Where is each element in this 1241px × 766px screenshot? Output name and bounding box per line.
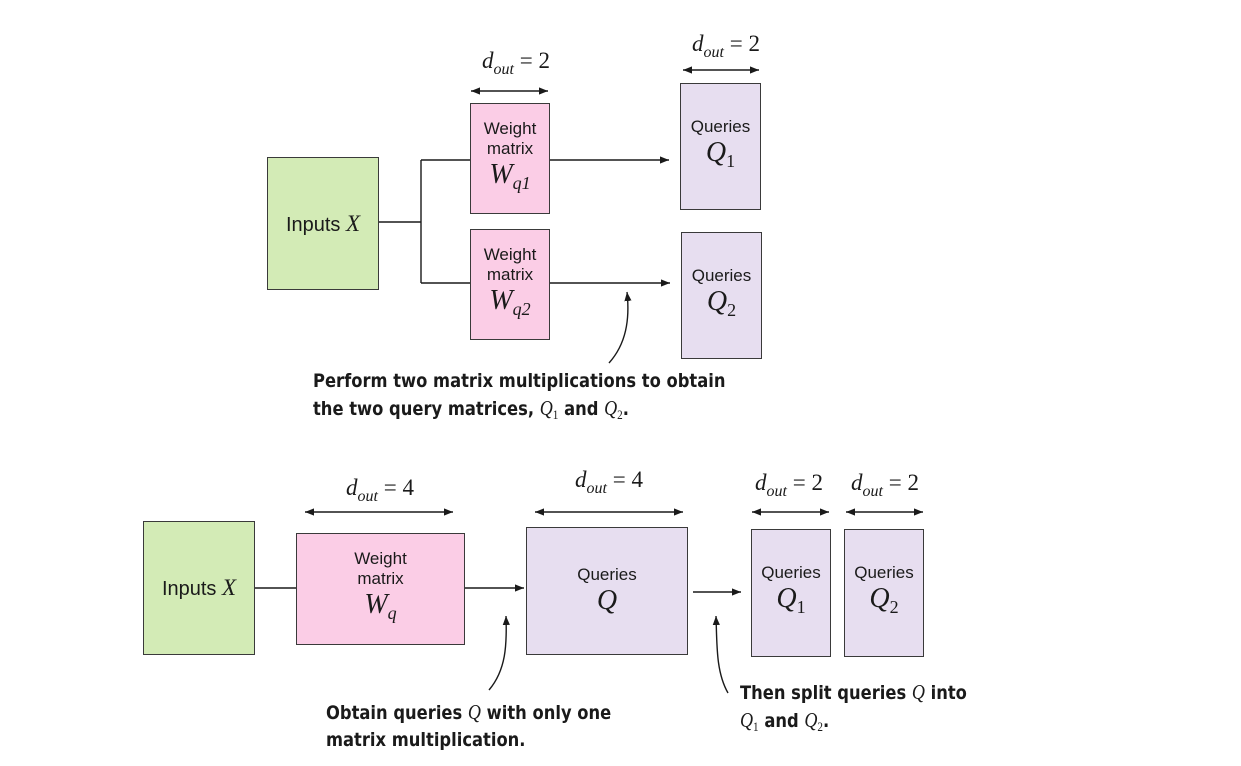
- matrix-label: matrix: [486, 138, 534, 158]
- bottom-inputs-box: Inputs X: [143, 521, 255, 655]
- bottom-queries-box: Queries Q: [526, 527, 688, 655]
- queries-label: Queries: [577, 565, 637, 584]
- queries-symbol-q1: Q1: [705, 136, 736, 171]
- queries-label: Queries: [761, 563, 821, 582]
- queries-symbol-q2: Q2: [706, 285, 737, 320]
- bottom-annotation-left-line2: matrix multiplication.: [326, 729, 526, 751]
- bottom-queries-q2-box: Queries Q2: [844, 529, 924, 657]
- weight-label: Weight: [483, 118, 537, 138]
- bottom-callout-left-line: [488, 615, 510, 691]
- bottom-annotation-left-line1: Obtain queries Q with only one: [326, 700, 612, 724]
- weight-symbol-wq2: Wq2: [489, 284, 531, 319]
- top-queries-q1-box: Queries Q1: [680, 83, 761, 210]
- top-callout-line: [608, 291, 632, 364]
- queries-label: Queries: [854, 563, 914, 582]
- top-annotation-line2: the two query matrices, Q1 and Q2.: [313, 396, 629, 422]
- bottom-annotation-left: Obtain queries Q with only one matrix mu…: [326, 699, 611, 754]
- weight-symbol-wq1: Wq1: [489, 158, 531, 193]
- top-annotation-line1: Perform two matrix multiplications to ob…: [313, 370, 726, 392]
- bottom-queries-q1-box: Queries Q1: [751, 529, 831, 657]
- top-dim-label-queries: dout = 2: [692, 31, 760, 61]
- bottom-callout-right-line: [712, 615, 729, 694]
- queries-label: Queries: [690, 116, 751, 136]
- bottom-annotation-right: Then split queries Q into Q1 and Q2.: [740, 679, 967, 740]
- matrix-label: matrix: [486, 264, 534, 284]
- queries-label: Queries: [691, 265, 752, 285]
- top-weight-matrix-2: Weight matrix Wq2: [470, 229, 550, 340]
- top-inputs-box: Inputs X: [267, 157, 379, 290]
- top-inputs-label: Inputs X: [285, 210, 361, 236]
- top-dim-label-weight: dout = 2: [482, 48, 550, 78]
- top-weight-matrix-1: Weight matrix Wq1: [470, 103, 550, 214]
- weight-symbol-wq: Wq: [364, 589, 397, 623]
- top-queries-q2-box: Queries Q2: [681, 232, 762, 359]
- bottom-annotation-right-line1: Then split queries Q into: [740, 680, 967, 704]
- queries-symbol-q: Q: [596, 585, 618, 616]
- top-branch-line: [378, 159, 470, 284]
- weight-label: Weight: [354, 549, 407, 568]
- bottom-dim-label-weight: dout = 4: [346, 475, 414, 505]
- bottom-weight-matrix: Weight matrix Wq: [296, 533, 465, 645]
- weight-label: Weight: [483, 244, 537, 264]
- bottom-inputs-label: Inputs X: [161, 575, 237, 600]
- matrix-label: matrix: [357, 569, 404, 588]
- queries-symbol-q2: Q2: [869, 583, 899, 617]
- bottom-dim-label-q2: dout = 2: [851, 470, 919, 500]
- bottom-annotation-right-line2: Q1 and Q2.: [740, 708, 830, 734]
- bottom-dim-label-q1: dout = 2: [755, 470, 823, 500]
- top-annotation: Perform two matrix multiplications to ob…: [313, 368, 725, 428]
- bottom-dim-label-queries: dout = 4: [575, 467, 643, 497]
- queries-symbol-q1: Q1: [776, 583, 806, 617]
